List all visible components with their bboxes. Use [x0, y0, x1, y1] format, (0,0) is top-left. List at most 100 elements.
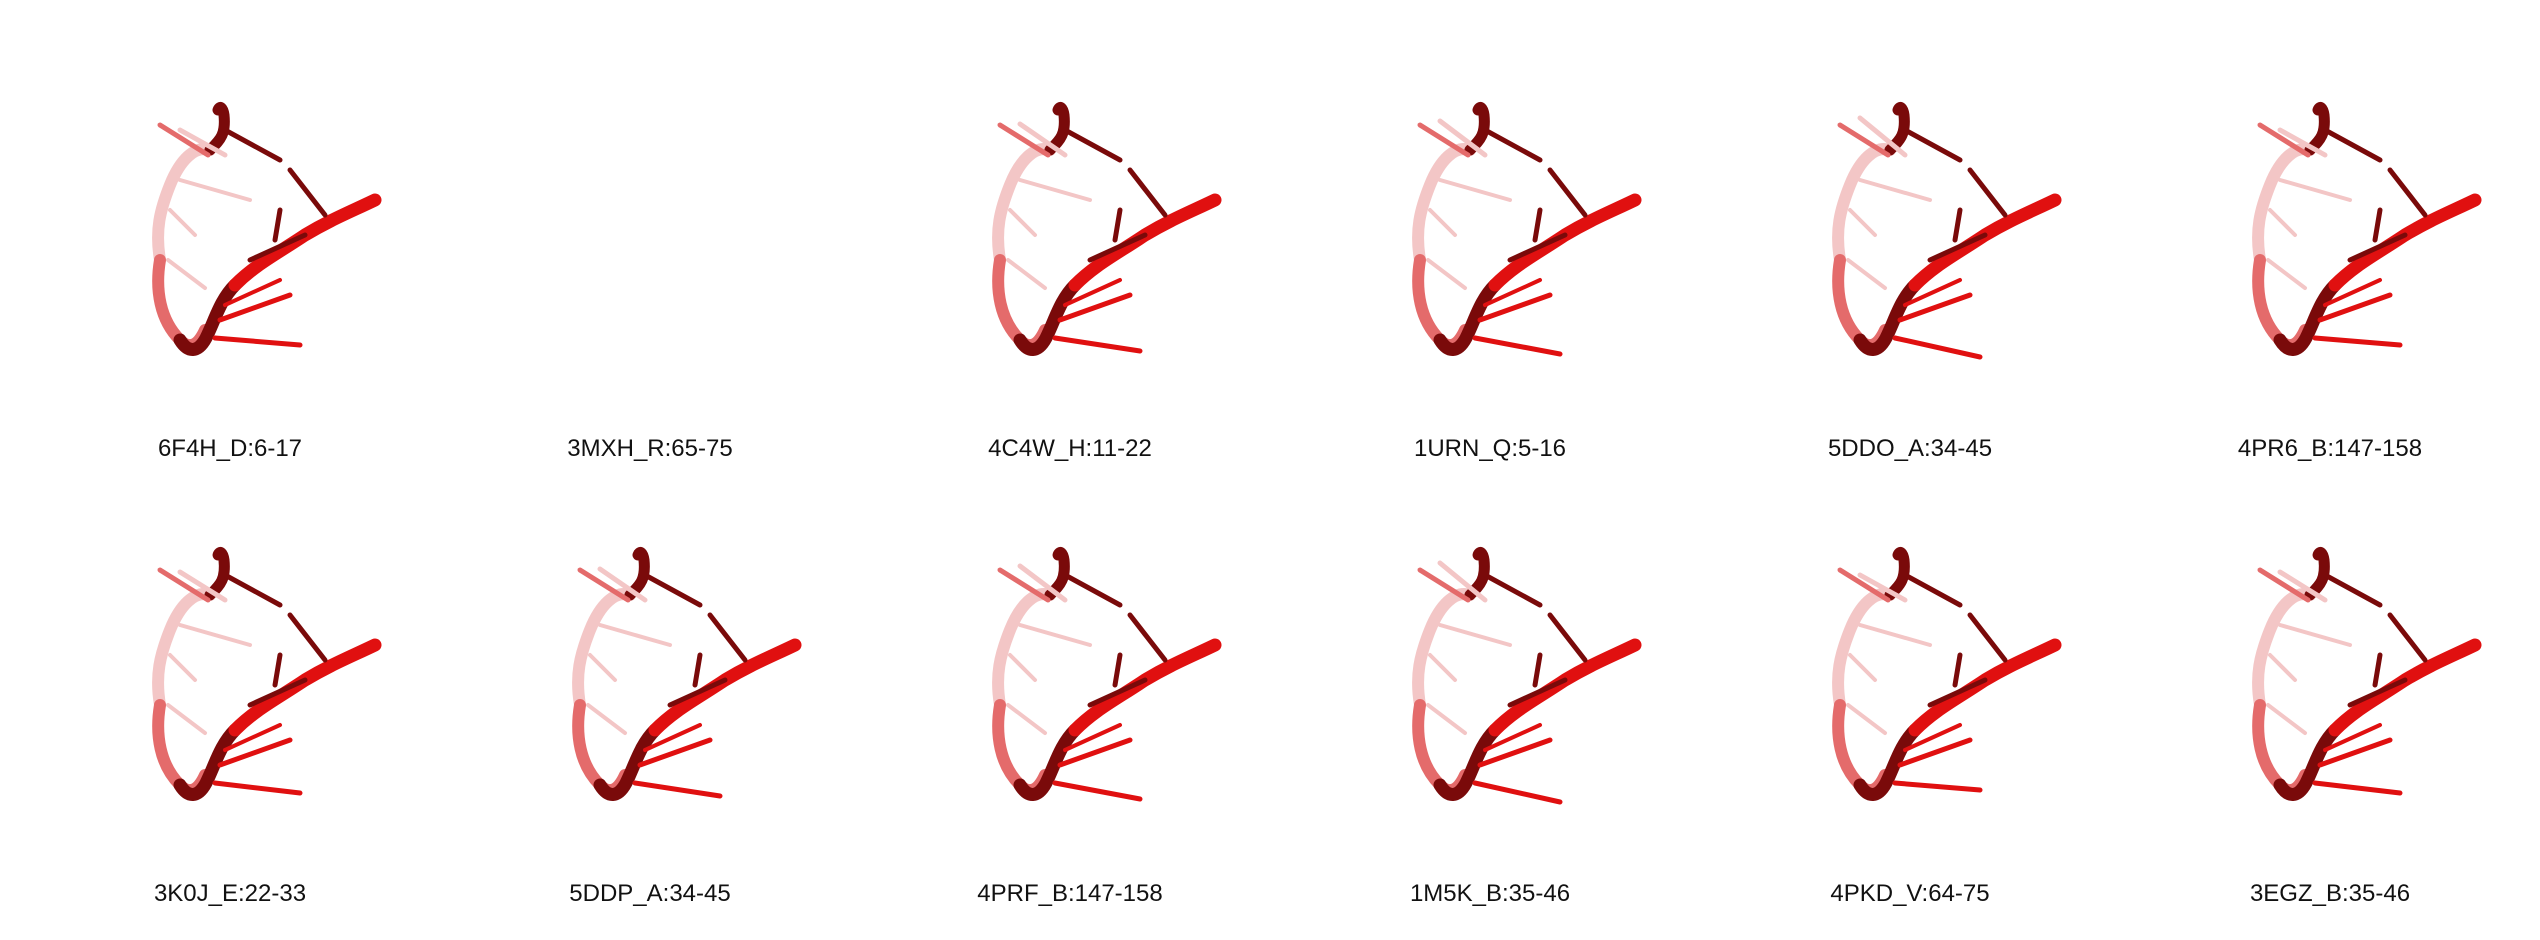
base-stick [1848, 653, 1877, 682]
base-stick [168, 653, 197, 682]
base-stick [217, 737, 293, 768]
base-stick [1507, 677, 1568, 708]
base-stick [1846, 258, 1887, 290]
base-stick [1846, 703, 1887, 735]
base-stick [2347, 677, 2408, 708]
rna-structure-image [152, 547, 382, 801]
rna-structure-image [1832, 547, 2062, 801]
base-stick [1477, 737, 1553, 768]
backbone-upper [2252, 143, 2316, 266]
structure-cell: 3K0J_E:22-33 [20, 465, 440, 907]
base-stick [1532, 207, 1543, 243]
base-stick [2387, 612, 2428, 663]
base-stick [222, 572, 283, 608]
base-stick [1472, 780, 1563, 805]
base-stick [1892, 335, 1983, 360]
rna-structure-image [2252, 547, 2482, 801]
base-stick [588, 653, 617, 682]
base-stick [1892, 780, 1983, 793]
base-stick [1483, 723, 1542, 752]
base-stick [178, 178, 252, 202]
rna-structure-image [1412, 102, 1642, 357]
base-stick [642, 572, 703, 608]
backbone-bottom [1853, 723, 1922, 801]
structure-label: 5DDO_A:34-45 [1827, 435, 1993, 462]
base-stick [1018, 623, 1092, 647]
base-stick [1532, 652, 1543, 688]
base-stick [692, 652, 703, 688]
base-stick [247, 677, 308, 708]
base-stick [1903, 278, 1962, 307]
base-stick [1857, 572, 1908, 603]
base-stick [1057, 292, 1133, 323]
backbone-bottom [1013, 723, 1082, 801]
base-stick [177, 127, 228, 158]
backbone-bottom [1433, 278, 1502, 356]
rna-structure-image [992, 547, 1222, 802]
base-stick [1858, 623, 1932, 647]
base-stick [1063, 723, 1122, 752]
structure-label: 4PRF_B:147-158 [977, 880, 1163, 907]
structure-cell: 1URN_Q:5-16 [1280, 20, 1700, 462]
base-stick [1438, 623, 1512, 647]
base-stick [1426, 258, 1467, 290]
backbone-bottom [593, 723, 662, 801]
base-stick [1112, 207, 1123, 243]
base-stick [212, 780, 303, 796]
backbone-right [2328, 193, 2482, 292]
base-stick [223, 278, 282, 307]
base-stick [1858, 178, 1932, 202]
structure-cell: 3EGZ_B:35-46 [2120, 465, 2540, 907]
backbone-top [1464, 547, 1490, 601]
backbone-upper [1832, 143, 1896, 266]
backbone-upper [1412, 143, 1476, 266]
backbone-top [204, 102, 230, 156]
backbone-right [1068, 638, 1222, 737]
backbone-upper [572, 588, 636, 711]
backbone-upper [1832, 588, 1896, 711]
base-stick [1477, 292, 1553, 323]
structure-label: 4PKD_V:64-75 [1830, 880, 1990, 907]
base-stick [287, 167, 328, 218]
structure-label: 1URN_Q:5-16 [1413, 435, 1567, 462]
base-stick [1897, 737, 1973, 768]
base-stick [1417, 567, 1471, 603]
base-stick [1837, 567, 1891, 603]
base-stick [166, 258, 207, 290]
base-stick [1903, 723, 1962, 752]
backbone-top [1044, 102, 1070, 156]
backbone-top [1044, 547, 1070, 601]
base-stick [1547, 612, 1588, 663]
base-stick [1127, 612, 1168, 663]
base-stick [1057, 737, 1133, 768]
base-stick [1902, 127, 1963, 163]
base-stick [2317, 737, 2393, 768]
backbone-top [204, 547, 230, 601]
backbone-right [1908, 193, 2062, 292]
base-stick [1017, 563, 1068, 603]
base-stick [577, 567, 631, 603]
base-stick [637, 737, 713, 768]
backbone-right [228, 193, 382, 292]
rna-structure-image [1412, 547, 1642, 805]
base-stick [1063, 278, 1122, 307]
backbone-upper [992, 588, 1056, 711]
base-stick [2387, 167, 2428, 218]
base-stick [2268, 208, 2297, 237]
backbone-bottom [1853, 278, 1922, 356]
base-stick [643, 723, 702, 752]
base-stick [177, 569, 228, 603]
backbone-right [1488, 193, 1642, 292]
base-stick [1127, 167, 1168, 218]
backbone-right [648, 638, 802, 737]
base-stick [2278, 623, 2352, 647]
structure-label: 1M5K_B:35-46 [1409, 880, 1571, 907]
base-stick [1837, 122, 1891, 158]
base-stick [1426, 703, 1467, 735]
base-stick [223, 723, 282, 752]
base-stick [2372, 652, 2383, 688]
base-stick [597, 566, 648, 603]
base-stick [1428, 208, 1457, 237]
base-stick [1008, 208, 1037, 237]
